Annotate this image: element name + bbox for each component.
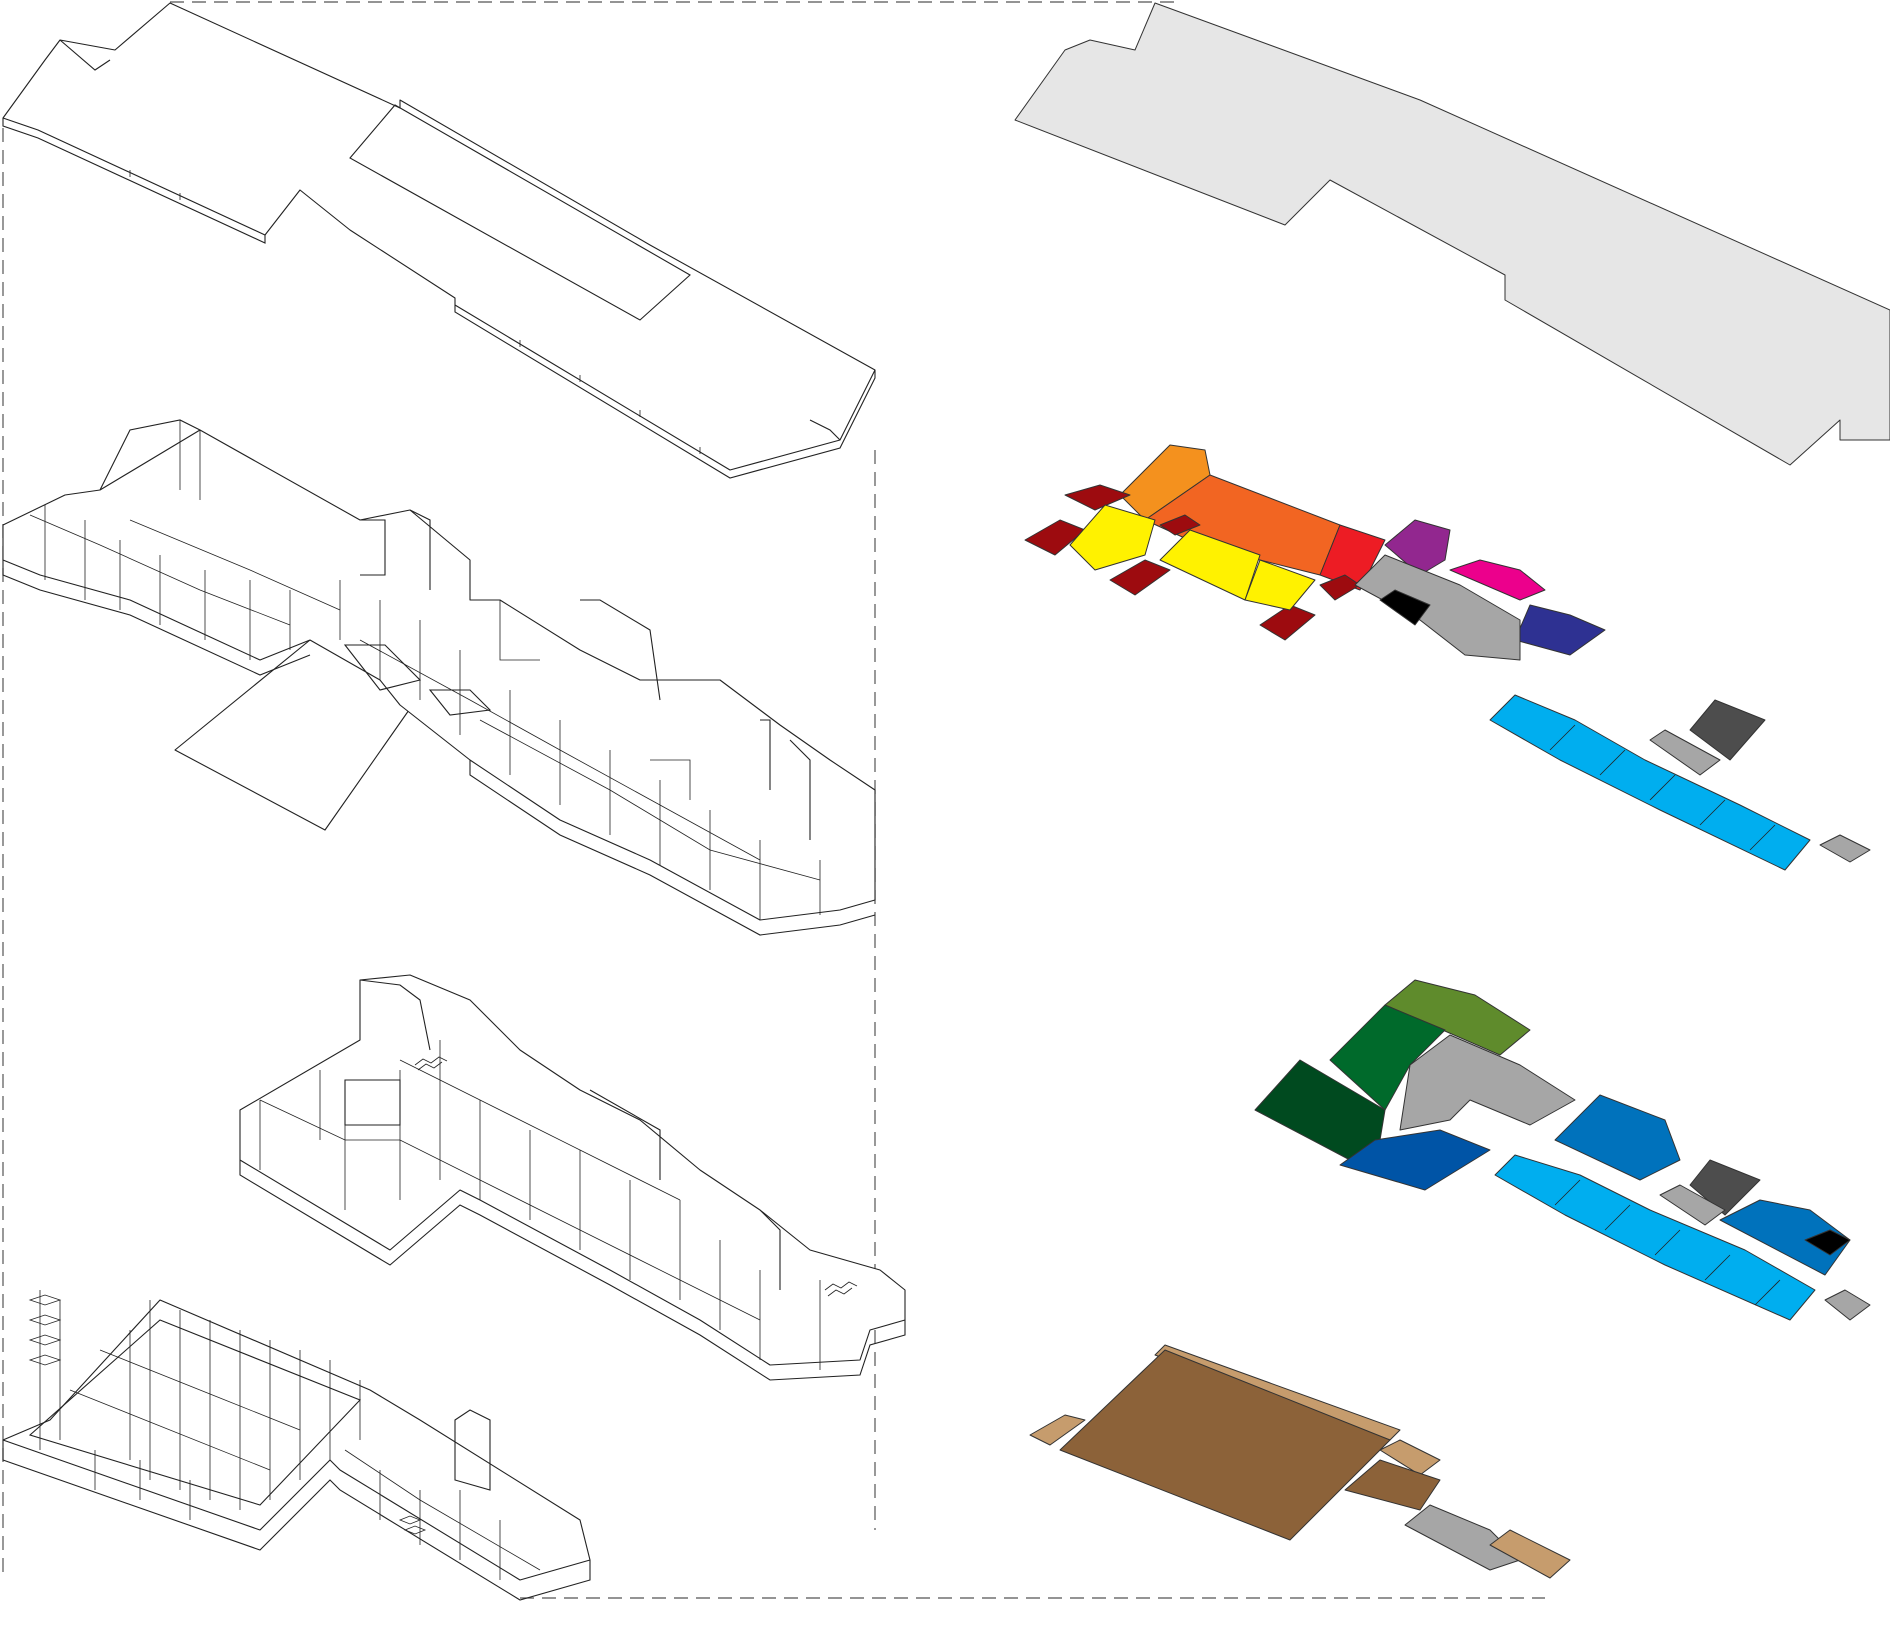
- roof-zone: [1014, 2, 1890, 466]
- lower-floor-partitions: [259, 1040, 858, 1370]
- basement-wireframe: [2, 1290, 591, 1601]
- spiral-stair-icon: [28, 1294, 427, 1535]
- ground-floor-zones: [1024, 444, 1606, 661]
- lower-floor-wireframe: [239, 974, 906, 1381]
- ground-floor-wireframe: [2, 419, 876, 936]
- stair-icon: [414, 1056, 858, 1297]
- roof-wireframe: [2, 2, 876, 479]
- lower-floor-zones: [1254, 979, 1871, 1321]
- basement-rooms: [344, 1409, 541, 1580]
- basement-columns: [39, 1290, 361, 1520]
- basement-zones: [1029, 1344, 1571, 1579]
- ground-floor-east-zones: [1489, 694, 1871, 871]
- ground-floor-partitions: [29, 505, 821, 920]
- dashed-frame: [2, 1, 1545, 1599]
